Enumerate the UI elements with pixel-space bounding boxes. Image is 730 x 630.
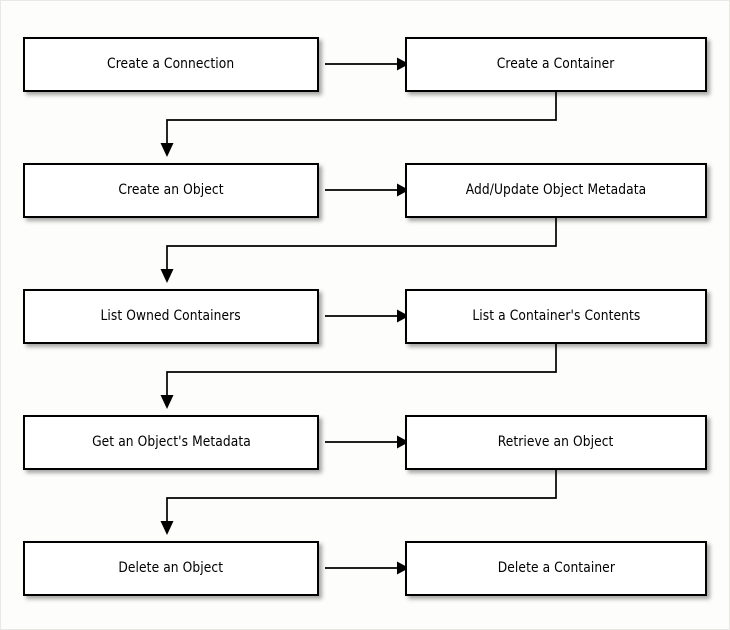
connector-row2-to-row3: [160, 218, 557, 283]
node-delete-a-container[interactable]: Delete a Container: [405, 541, 707, 596]
node-list-owned-containers[interactable]: List Owned Containers: [23, 289, 319, 344]
connector-row2-horizontal: [325, 183, 409, 197]
connector-row1-horizontal: [325, 57, 409, 71]
node-retrieve-an-object[interactable]: Retrieve an Object: [405, 415, 707, 470]
node-delete-an-object[interactable]: Delete an Object: [23, 541, 319, 596]
node-label: List Owned Containers: [100, 308, 242, 325]
node-list-a-containers-contents[interactable]: List a Container's Contents: [405, 289, 707, 344]
node-label: List a Container's Contents: [471, 308, 640, 325]
connector-row4-horizontal: [325, 435, 409, 449]
node-label: Delete an Object: [118, 560, 224, 577]
connector-row1-to-row2: [160, 92, 557, 157]
connector-row4-to-row5: [160, 470, 557, 535]
connector-row5-horizontal: [325, 561, 409, 575]
node-create-an-object[interactable]: Create an Object: [23, 163, 319, 218]
node-label: Retrieve an Object: [498, 434, 614, 451]
node-label: Create a Connection: [107, 56, 235, 73]
node-label: Add/Update Object Metadata: [465, 182, 647, 199]
node-create-a-connection[interactable]: Create a Connection: [23, 37, 319, 92]
node-label: Create a Container: [497, 56, 615, 73]
node-add-update-object-metadata[interactable]: Add/Update Object Metadata: [405, 163, 707, 218]
node-label: Create an Object: [118, 182, 224, 199]
connector-row3-horizontal: [325, 309, 409, 323]
connector-row3-to-row4: [160, 344, 557, 409]
node-create-a-container[interactable]: Create a Container: [405, 37, 707, 92]
node-get-an-objects-metadata[interactable]: Get an Object's Metadata: [23, 415, 319, 470]
node-label: Delete a Container: [497, 560, 615, 577]
node-label: Get an Object's Metadata: [91, 434, 251, 451]
